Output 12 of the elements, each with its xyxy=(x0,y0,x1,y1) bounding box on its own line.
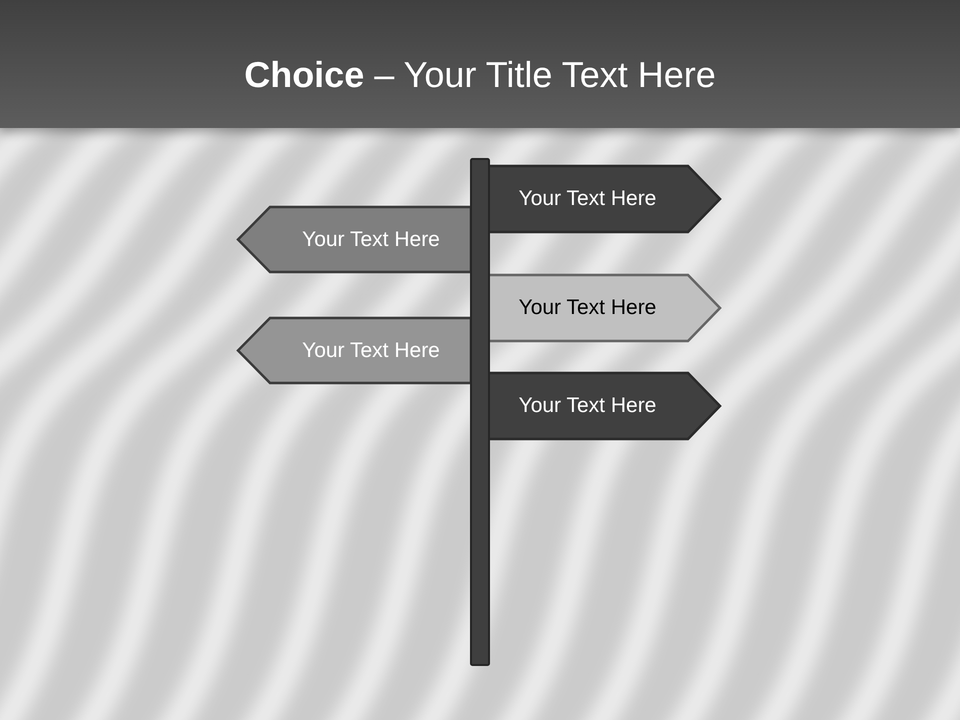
sign-text: Your Text Here xyxy=(302,226,440,252)
direction-sign xyxy=(237,317,472,384)
signpost-pole xyxy=(470,158,490,666)
sign-text: Your Text Here xyxy=(518,186,656,212)
direction-sign xyxy=(487,165,721,233)
direction-sign xyxy=(237,206,472,273)
sign-text: Your Text Here xyxy=(518,295,656,321)
sign-text: Your Text Here xyxy=(302,338,440,364)
direction-sign xyxy=(487,372,721,440)
direction-sign xyxy=(487,274,721,342)
sign-text: Your Text Here xyxy=(518,393,656,419)
slide-title: Choice – Your Title Text Here xyxy=(244,53,716,97)
